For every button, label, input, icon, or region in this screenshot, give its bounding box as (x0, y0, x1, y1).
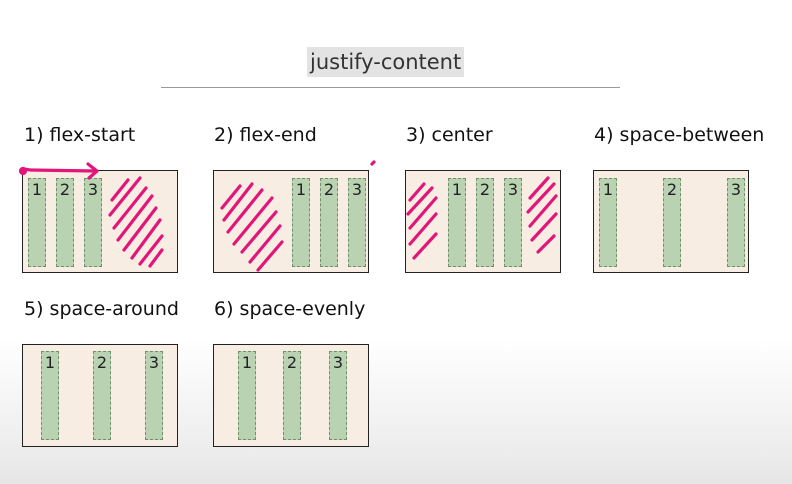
flex-item-3: 3 (84, 178, 102, 267)
flex-item-3: 3 (727, 178, 745, 267)
label-space-around: 5) space-around (24, 298, 179, 320)
flex-item-2: 2 (283, 351, 301, 440)
flex-item-2: 2 (320, 178, 338, 267)
flex-item-2: 2 (93, 351, 111, 440)
container-space-evenly: 1 2 3 (213, 344, 369, 447)
flex-item-1: 1 (292, 178, 310, 267)
scribble-annotation (370, 160, 376, 166)
container-space-around: 1 2 3 (22, 344, 178, 447)
flex-item-3: 3 (329, 351, 347, 440)
flex-item-1: 1 (28, 178, 46, 267)
flex-item-3: 3 (504, 178, 522, 267)
container-space-between: 1 2 3 (593, 170, 749, 273)
flex-item-1: 1 (238, 351, 256, 440)
flex-item-1: 1 (599, 178, 617, 267)
container-flex-end: 1 2 3 (213, 170, 369, 273)
flex-item-1: 1 (41, 351, 59, 440)
title-divider (161, 87, 620, 88)
slide-title: justify-content (307, 47, 465, 77)
flex-item-2: 2 (663, 178, 681, 267)
label-space-between: 4) space-between (594, 124, 765, 146)
flex-item-1: 1 (448, 178, 466, 267)
container-center: 1 2 3 (405, 170, 561, 273)
flex-item-2: 2 (476, 178, 494, 267)
label-center: 3) center (406, 124, 493, 146)
flex-item-3: 3 (348, 178, 366, 267)
container-flex-start: 1 2 3 (22, 170, 178, 273)
label-flex-start: 1) flex-start (24, 124, 136, 146)
label-flex-end: 2) flex-end (214, 124, 317, 146)
flex-item-3: 3 (145, 351, 163, 440)
label-space-evenly: 6) space-evenly (214, 298, 366, 320)
flex-item-2: 2 (56, 178, 74, 267)
